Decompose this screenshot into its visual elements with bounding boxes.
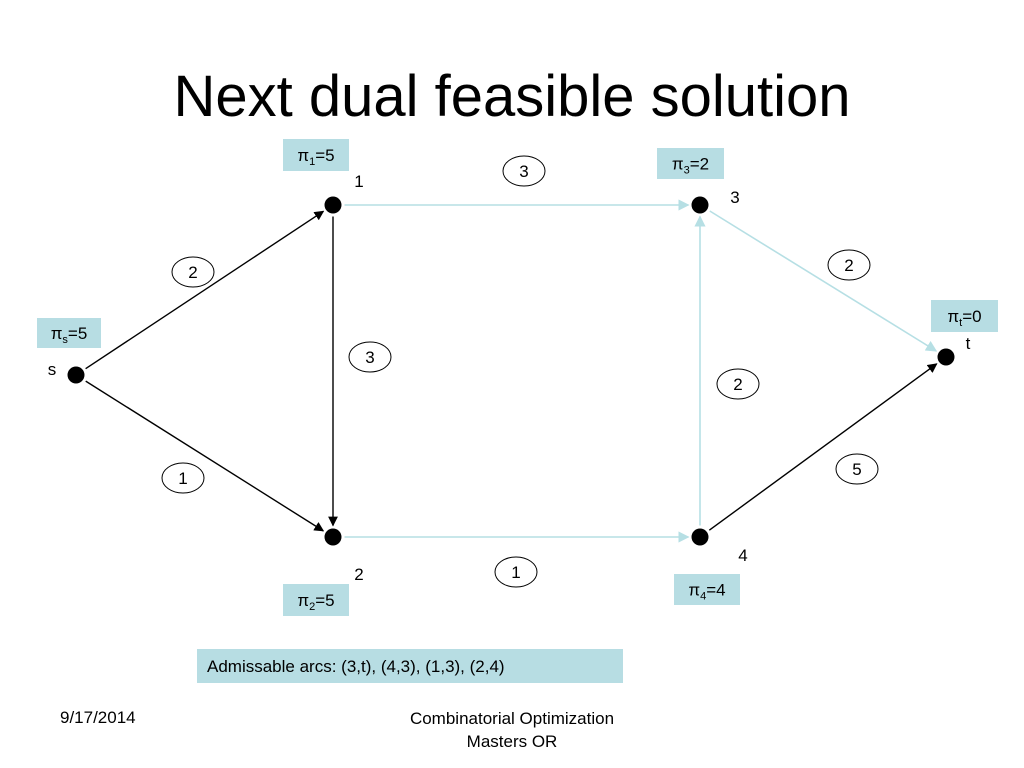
potential-4: π4=4	[674, 574, 740, 605]
arc-3-t	[709, 210, 938, 352]
arc-s-2	[85, 380, 325, 532]
node-4	[691, 528, 709, 546]
arc-cost-value: 2	[844, 256, 853, 275]
node-s	[67, 366, 85, 384]
arc-cost-1-3: 3	[502, 155, 546, 187]
potential-text: π4=4	[688, 581, 725, 603]
arc-cost-4-3: 2	[716, 368, 760, 400]
potential-s: πs=5	[37, 318, 101, 348]
admissible-box-layer: Admissable arcs: (3,t), (4,3), (1,3), (2…	[197, 649, 623, 683]
potential-box	[283, 584, 349, 616]
potential-1: π1=5	[283, 139, 349, 171]
potential-box	[283, 139, 349, 171]
node-2	[324, 528, 342, 546]
footer-course-line1: Combinatorial Optimization	[409, 709, 615, 728]
footer-date: 9/17/2014	[60, 708, 136, 727]
potential-text: π3=2	[672, 155, 709, 177]
node-t	[937, 348, 955, 366]
admissible-arcs-text: Admissable arcs: (3,t), (4,3), (1,3), (2…	[207, 657, 505, 676]
edges-layer	[85, 199, 938, 543]
node-label-1: 1	[354, 172, 363, 191]
arc-cost-value: 3	[519, 162, 528, 181]
potential-box	[657, 148, 724, 179]
admissible-box	[197, 649, 623, 683]
footer-course: Combinatorial Optimization Masters OR	[362, 707, 662, 753]
arc-cost-ellipse	[716, 368, 760, 400]
arc-cost-s-2: 1	[161, 462, 205, 494]
arc-cost-3-t: 2	[827, 249, 871, 281]
arc-cost-value: 2	[733, 375, 742, 394]
arc-cost-2-4: 1	[494, 556, 538, 588]
arc-cost-value: 1	[178, 469, 187, 488]
potential-box	[674, 574, 740, 605]
potential-3: π3=2	[657, 148, 724, 179]
arc-cost-ellipse	[502, 155, 546, 187]
arc-cost-ellipse	[827, 249, 871, 281]
arc-cost-value: 5	[852, 460, 861, 479]
slide-title: Next dual feasible solution	[173, 64, 851, 129]
node-1	[324, 196, 342, 214]
cost-labels-layer: 2 1 3 3 1 2 2 5	[161, 155, 879, 588]
footer-course-line2: Masters OR	[466, 732, 558, 751]
nodes-layer: s 1 2 3 4 t	[48, 172, 971, 584]
arc-cost-ellipse	[835, 453, 879, 485]
node-label-t: t	[966, 334, 971, 353]
node-label-s: s	[48, 360, 57, 379]
node-label-4: 4	[738, 546, 747, 565]
arc-cost-4-t: 5	[835, 453, 879, 485]
arc-cost-ellipse	[171, 256, 215, 288]
potential-box	[37, 318, 101, 348]
potential-labels-layer: πs=5 π1=5 π2=5 π3=2 π4=4 πt=0	[37, 139, 998, 616]
arc-cost-s-1: 2	[171, 256, 215, 288]
arc-cost-ellipse	[494, 556, 538, 588]
arc-cost-1-2: 3	[348, 341, 392, 373]
node-label-2: 2	[354, 565, 363, 584]
arc-cost-value: 2	[188, 263, 197, 282]
potential-text: πt=0	[947, 307, 981, 329]
potential-2: π2=5	[283, 584, 349, 616]
arc-4-t	[708, 363, 938, 531]
potential-text: π1=5	[297, 146, 334, 168]
node-3	[691, 196, 709, 214]
arc-cost-value: 1	[511, 563, 520, 582]
potential-text: π2=5	[297, 591, 334, 613]
arc-cost-ellipse	[161, 462, 205, 494]
potential-t: πt=0	[931, 300, 998, 332]
arc-cost-value: 3	[365, 348, 374, 367]
potential-text: πs=5	[51, 324, 88, 346]
node-label-3: 3	[730, 188, 739, 207]
potential-box	[931, 300, 998, 332]
arc-cost-ellipse	[348, 341, 392, 373]
arc-s-1	[85, 210, 325, 370]
